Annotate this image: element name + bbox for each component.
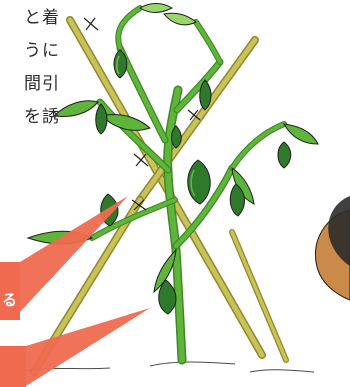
pepper-9 [171,125,182,149]
body-text-line-3: 間引 [24,74,60,94]
callout-pointers [20,196,150,386]
pepper-2 [95,103,108,135]
callout-lower [0,346,26,387]
plant-stems [89,5,287,365]
callout-upper: る [0,262,20,320]
callout-upper-label: る [2,291,18,309]
pepper-6 [277,141,292,169]
pepper-4 [187,159,211,205]
pepper-7 [158,279,177,315]
tie-marks [83,17,201,211]
pepper-5 [229,183,245,217]
trowel-illustration [314,196,350,301]
body-text-line-1: と着 [24,8,60,28]
pepper-1 [113,49,128,79]
body-text-line-2: うに [24,41,60,61]
body-text-line-4: を誘 [24,107,60,127]
pepper-3 [199,79,212,111]
body-text-block: と着 うに 間引 を誘 [0,2,60,134]
ground-lines [19,361,315,373]
